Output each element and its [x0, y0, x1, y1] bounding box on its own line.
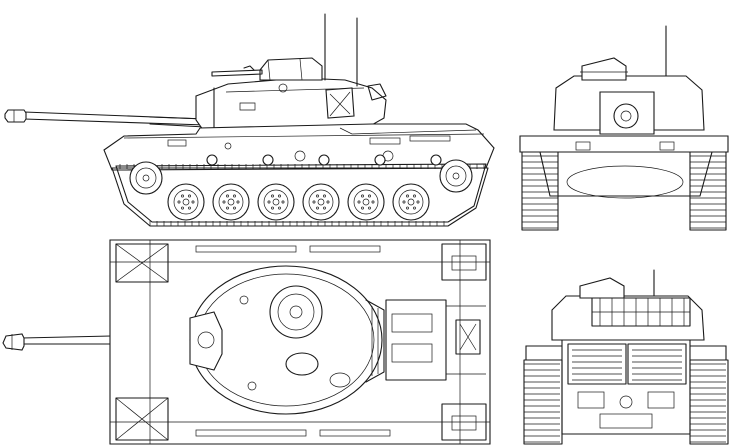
return-roller [262, 154, 274, 166]
wheel-bolt [191, 200, 195, 204]
return-roller [430, 154, 442, 166]
wheel-bolt [226, 206, 229, 210]
return-roller [206, 154, 218, 166]
wheel-bolt [236, 200, 240, 204]
road-wheel-tire [392, 183, 430, 221]
road-wheel-axle [227, 198, 235, 206]
road-wheel-axle [362, 198, 370, 206]
wheel-bolt [281, 200, 285, 204]
side-fender-tools [167, 135, 451, 162]
road-wheel-hub [218, 189, 244, 215]
side-turret [195, 13, 387, 135]
road-wheel [347, 183, 385, 221]
road-wheel-axle [272, 198, 280, 206]
wheel-bolt [316, 206, 319, 210]
wheel-bolt [368, 206, 371, 210]
road-wheel-axle [407, 198, 415, 206]
side-hull [103, 123, 495, 171]
wheel-bolt [316, 194, 319, 198]
side-gun-barrel [4, 109, 207, 128]
wheel-bolt [222, 200, 226, 204]
wheel-bolt [267, 200, 271, 204]
wheel-bolt [371, 200, 375, 204]
road-wheels [167, 183, 430, 221]
side-track [111, 163, 489, 227]
road-wheel-tire [257, 183, 295, 221]
wheel-bolt [357, 200, 361, 204]
wheel-bolt [188, 194, 191, 198]
wheel-bolt [402, 200, 406, 204]
wheel-bolt [413, 206, 416, 210]
front-track-links [522, 155, 726, 229]
road-wheel-hub [173, 189, 199, 215]
return-rollers [206, 154, 442, 166]
road-wheel-hub [398, 189, 424, 215]
wheel-bolt [188, 206, 191, 210]
road-wheel [212, 183, 250, 221]
return-roller [318, 154, 330, 166]
front-tracks [521, 151, 727, 231]
road-wheel-tire [167, 183, 205, 221]
road-wheel-hub [308, 189, 334, 215]
wheel-bolt [271, 206, 274, 210]
road-wheel [392, 183, 430, 221]
wheel-bolt [406, 206, 409, 210]
wheel-bolt [323, 206, 326, 210]
wheel-bolt [416, 200, 420, 204]
road-wheel-tire [212, 183, 250, 221]
wheel-bolt [233, 194, 236, 198]
top-view [2, 239, 491, 445]
wheel-bolt [233, 206, 236, 210]
front-hull [519, 135, 729, 199]
road-wheel [167, 183, 205, 221]
wheel-bolt [181, 206, 184, 210]
road-wheel [302, 183, 340, 221]
road-wheel [257, 183, 295, 221]
wheel-bolt [181, 194, 184, 198]
drive-sprocket [439, 159, 473, 193]
rear-tracks [523, 359, 729, 445]
wheel-bolt [361, 206, 364, 210]
road-wheel-hub [263, 189, 289, 215]
wheel-bolt [226, 194, 229, 198]
rear-turret [551, 277, 705, 341]
rear-view [523, 269, 729, 445]
road-wheel-hub [353, 189, 379, 215]
rear-hull [525, 339, 727, 435]
front-view [519, 25, 729, 231]
wheel-bolt [271, 194, 274, 198]
wheel-bolt [323, 194, 326, 198]
wheel-bolt [177, 200, 181, 204]
side-view [4, 13, 495, 227]
road-wheel-axle [182, 198, 190, 206]
front-idler [129, 161, 163, 195]
road-wheel-tire [347, 183, 385, 221]
return-roller [374, 154, 386, 166]
front-turret [553, 57, 705, 135]
wheel-bolt [413, 194, 416, 198]
wheel-bolt [368, 194, 371, 198]
wheel-bolt [326, 200, 330, 204]
wheel-bolt [361, 194, 364, 198]
wheel-bolt [312, 200, 316, 204]
road-wheel-axle [317, 198, 325, 206]
wheel-bolt [278, 194, 281, 198]
road-wheel-tire [302, 183, 340, 221]
wheel-bolt [406, 194, 409, 198]
wheel-bolt [278, 206, 281, 210]
top-turret [189, 265, 385, 415]
rear-track-links [524, 363, 726, 443]
